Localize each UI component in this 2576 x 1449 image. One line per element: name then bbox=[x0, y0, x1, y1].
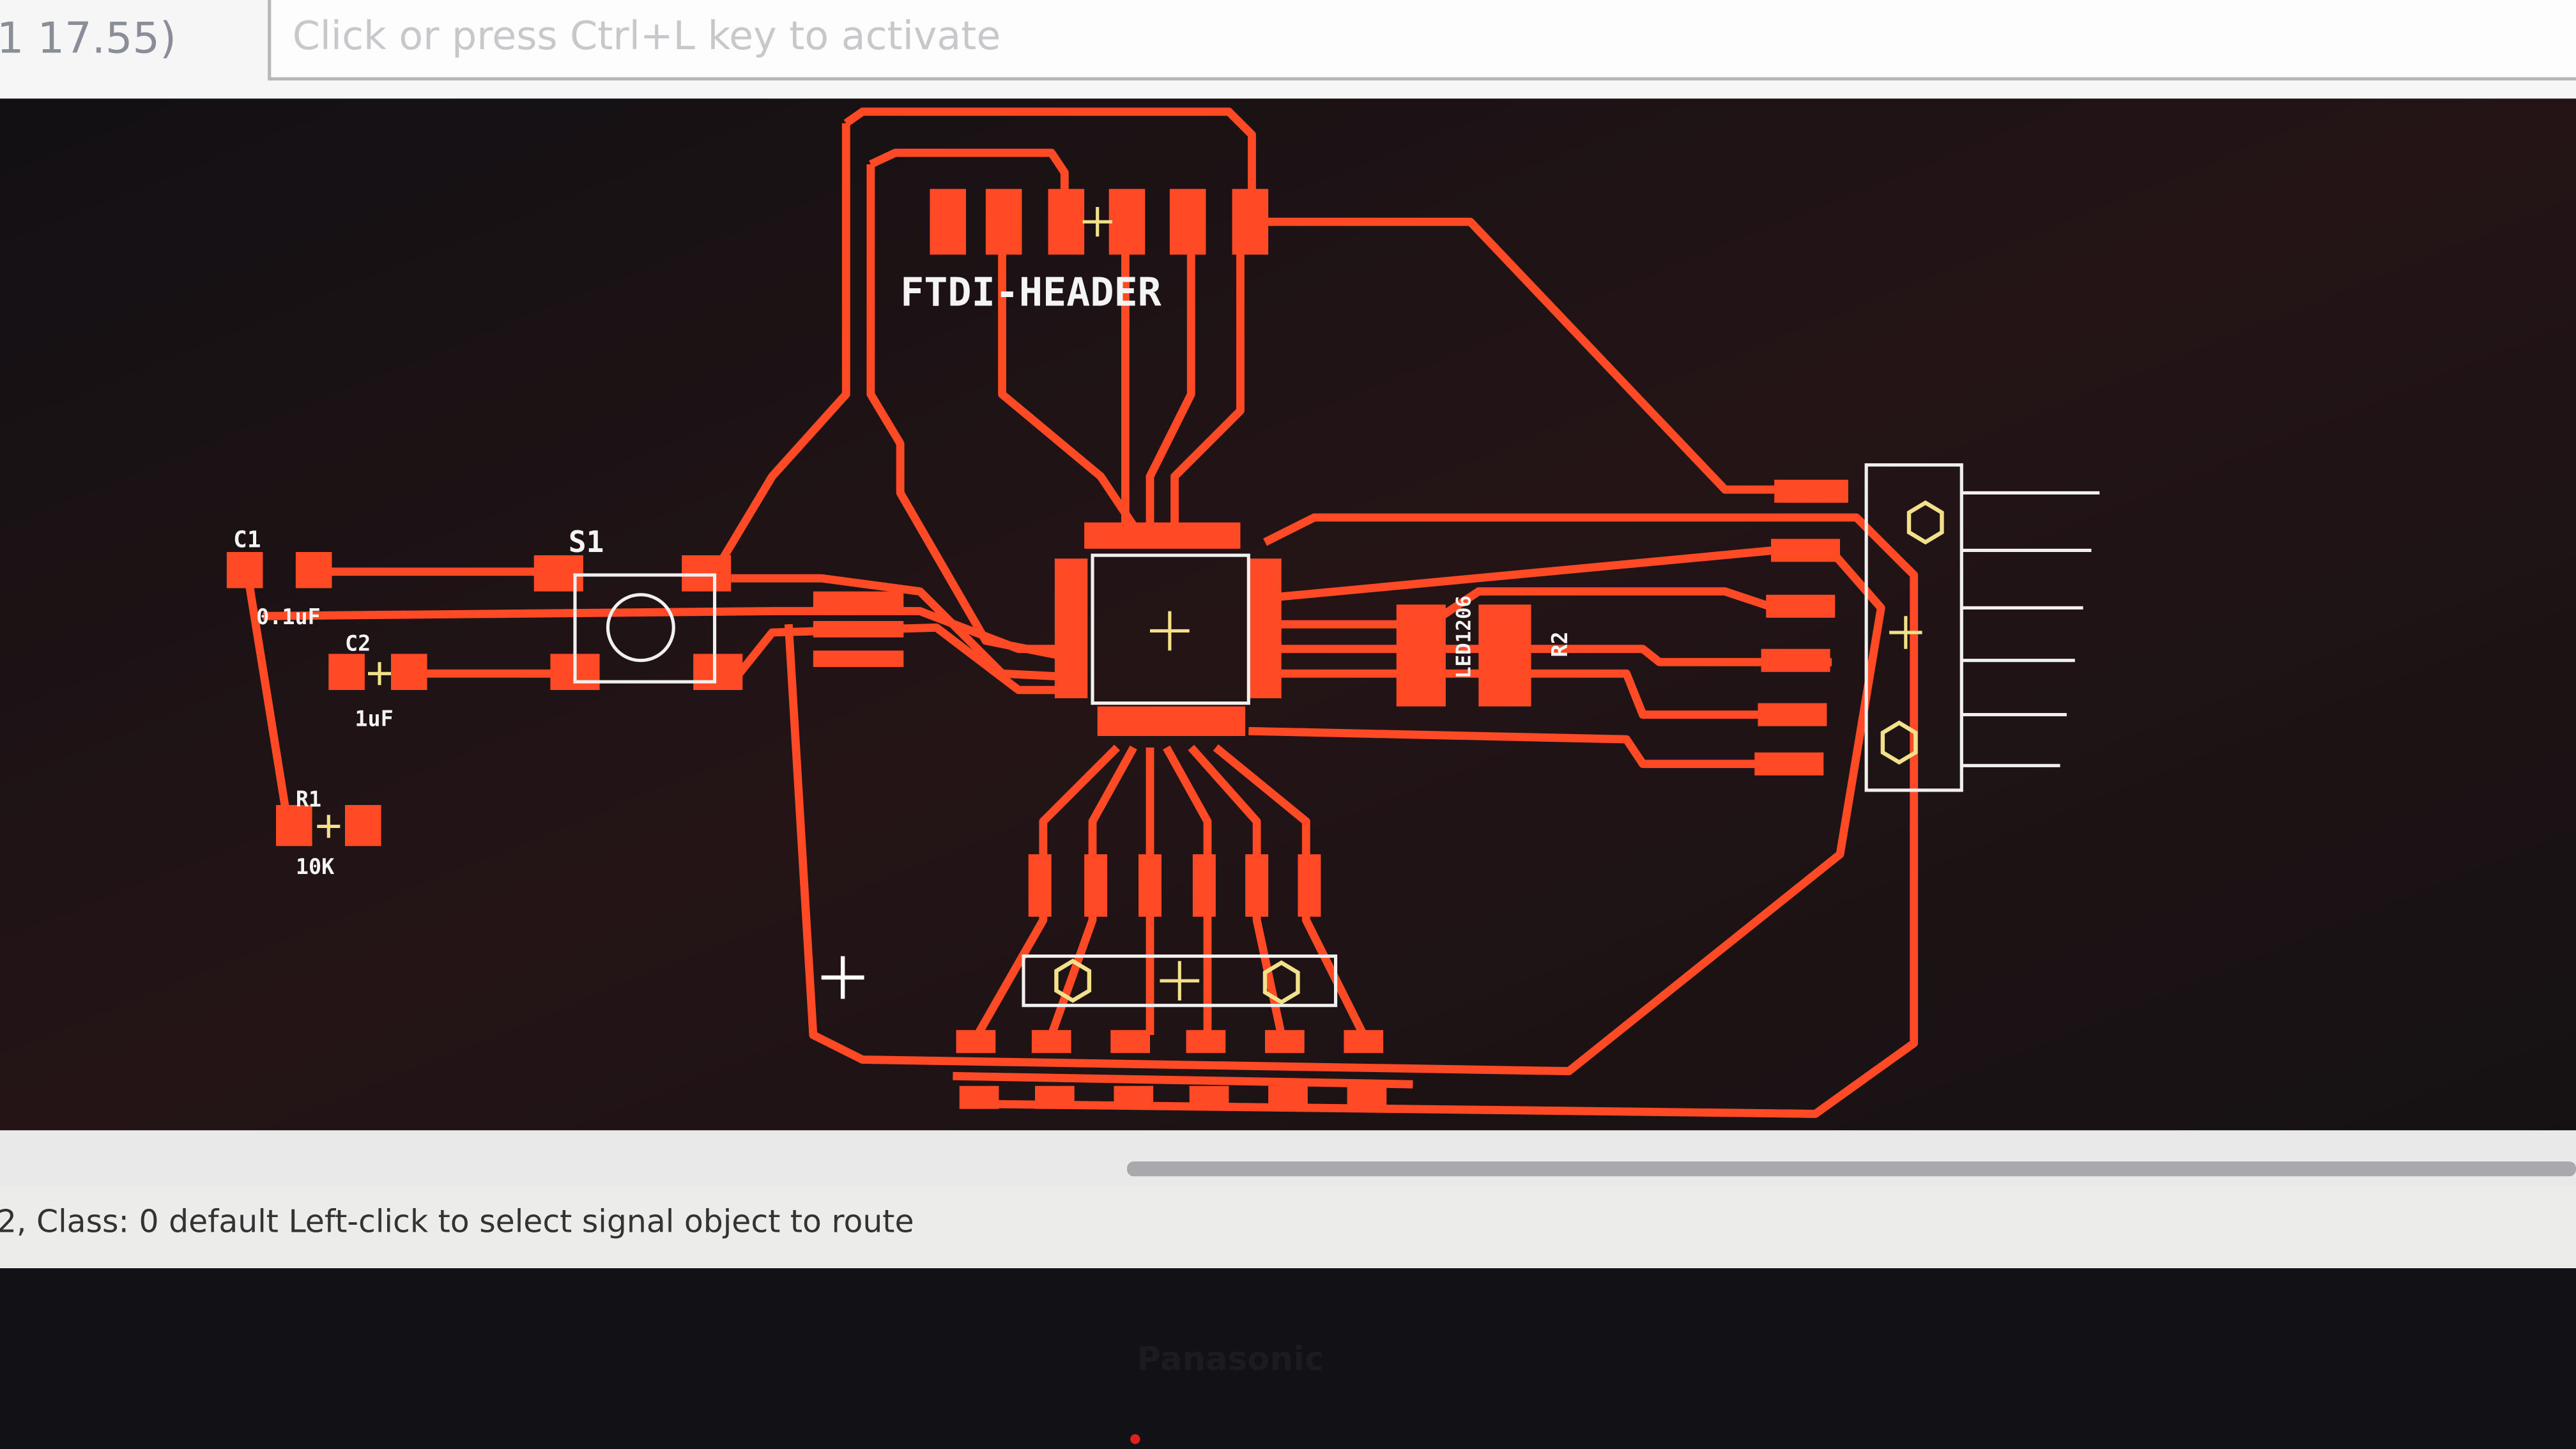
silkscreen bbox=[317, 207, 2100, 1008]
c1-label: C1 bbox=[233, 526, 261, 553]
r2-label: R2 bbox=[1547, 631, 1572, 657]
copper-trace bbox=[985, 513, 1919, 1118]
smd-pad bbox=[1478, 604, 1531, 707]
copper-trace bbox=[953, 1071, 1413, 1089]
smd-pad bbox=[226, 552, 263, 588]
smd-pad bbox=[1084, 854, 1108, 917]
c2-label: C2 bbox=[345, 631, 371, 656]
smd-pad bbox=[1248, 558, 1282, 698]
mounting-hole-icon bbox=[1906, 500, 1944, 545]
connector-outline bbox=[1022, 954, 1338, 1008]
horizontal-scroll-area bbox=[0, 1130, 2576, 1190]
smd-pad bbox=[1108, 188, 1146, 255]
smd-pad bbox=[1761, 648, 1830, 672]
mounting-hole-icon bbox=[1880, 720, 1918, 765]
c2-value-label: 1uF bbox=[355, 707, 393, 732]
copper-trace bbox=[1146, 222, 1195, 526]
monitor-brand-logo: Panasonic bbox=[1137, 1340, 1324, 1379]
mounting-hole-icon bbox=[1054, 958, 1092, 1003]
switch-button-icon bbox=[606, 593, 675, 663]
smd-pad bbox=[1054, 558, 1088, 698]
smd-pad bbox=[1097, 706, 1246, 736]
smd-pad bbox=[1192, 854, 1216, 917]
part-labels: FTDI-HEADER C1 0.1uF S1 C2 1uF R1 10K R2… bbox=[233, 269, 1572, 879]
crosshair-cursor bbox=[821, 956, 864, 999]
smd-pad bbox=[1028, 854, 1052, 917]
copper-trace bbox=[784, 539, 1885, 1075]
copper-trace bbox=[719, 123, 850, 561]
status-message: 2, Class: 0 default Left-click to select… bbox=[0, 1204, 914, 1240]
smd-pad bbox=[1138, 854, 1162, 917]
smd-pad bbox=[1189, 1085, 1229, 1109]
smd-pad bbox=[1766, 594, 1836, 618]
smd-pad bbox=[1265, 1030, 1305, 1054]
smd-pad bbox=[1396, 604, 1446, 707]
status-bar bbox=[0, 1186, 2576, 1269]
command-input[interactable]: Click or press Ctrl+L key to activate bbox=[268, 0, 2576, 81]
led-label: LED1206 bbox=[1452, 595, 1475, 678]
smd-pad bbox=[693, 654, 743, 690]
coordinate-readout: 1 17.55) bbox=[0, 13, 176, 63]
smd-pad bbox=[813, 650, 904, 667]
smd-pad bbox=[1232, 188, 1269, 255]
switch-outline bbox=[573, 573, 717, 684]
pads bbox=[226, 188, 1848, 1109]
smd-pad bbox=[328, 654, 365, 690]
smd-pad bbox=[1031, 1030, 1071, 1054]
smd-pad bbox=[930, 188, 966, 255]
smd-pad bbox=[813, 591, 904, 608]
smd-pad bbox=[295, 552, 332, 588]
r1-value-label: 10K bbox=[296, 854, 334, 879]
smd-pad bbox=[813, 621, 904, 638]
smd-pad bbox=[1774, 479, 1848, 503]
smd-pad bbox=[1771, 539, 1840, 562]
smd-pad bbox=[1754, 752, 1824, 776]
smd-pad bbox=[1347, 1085, 1387, 1109]
part-origins bbox=[317, 207, 1922, 1001]
mounting-hole-icon bbox=[1262, 960, 1300, 1005]
power-led-icon bbox=[1130, 1434, 1140, 1445]
smd-pad bbox=[1110, 1030, 1150, 1054]
smd-pad bbox=[1245, 854, 1269, 917]
copper-trace bbox=[1170, 222, 1245, 526]
copper-trace bbox=[1163, 745, 1212, 1036]
smd-pad bbox=[1084, 522, 1241, 549]
s1-label: S1 bbox=[569, 525, 604, 559]
copper-trace bbox=[731, 574, 1068, 681]
c1-value-label: 0.1uF bbox=[256, 604, 321, 629]
header-pins bbox=[1961, 491, 2100, 767]
smd-pad bbox=[1298, 854, 1321, 917]
copper-trace bbox=[998, 222, 1137, 528]
smd-pad bbox=[1169, 188, 1206, 255]
smd-pad bbox=[956, 1030, 996, 1054]
smd-pad bbox=[1048, 188, 1085, 255]
command-input-placeholder: Click or press Ctrl+L key to activate bbox=[293, 13, 1001, 59]
smd-pad bbox=[1758, 703, 1827, 726]
smd-pad bbox=[276, 805, 312, 847]
horizontal-scrollbar-thumb[interactable] bbox=[1127, 1162, 2576, 1177]
smd-pad bbox=[1035, 1085, 1075, 1109]
smd-pad bbox=[1186, 1030, 1226, 1054]
monitor-bezel bbox=[0, 1268, 2576, 1449]
copper-trace bbox=[242, 566, 292, 822]
smd-pad bbox=[1268, 1085, 1308, 1109]
copper-trace bbox=[1248, 726, 1816, 769]
copper-trace bbox=[263, 607, 1068, 654]
smd-pad bbox=[959, 1085, 999, 1109]
copper-trace bbox=[736, 623, 1068, 694]
smd-pad bbox=[345, 805, 381, 847]
smd-pad bbox=[391, 654, 427, 690]
smd-pad bbox=[985, 188, 1022, 255]
r1-label: R1 bbox=[296, 787, 321, 812]
copper-trace bbox=[843, 107, 1840, 494]
smd-pad bbox=[1114, 1085, 1154, 1109]
smd-pad bbox=[1344, 1030, 1384, 1054]
microcontroller-outline bbox=[1091, 553, 1250, 705]
ftdi-header-label: FTDI-HEADER bbox=[900, 269, 1162, 315]
header-outline bbox=[1864, 463, 1963, 792]
mounting-holes bbox=[1054, 500, 1944, 1005]
